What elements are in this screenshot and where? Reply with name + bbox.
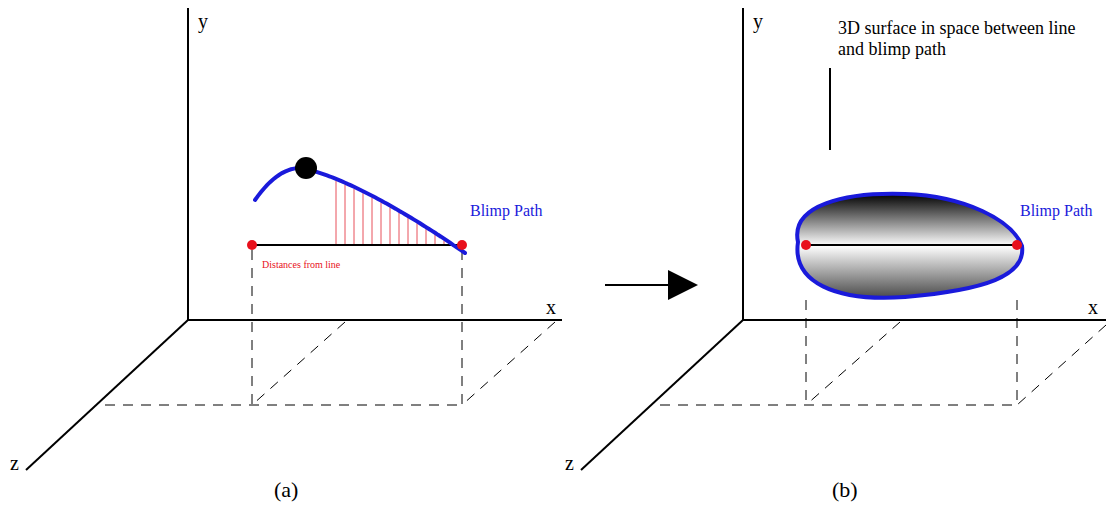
axis-label: y — [753, 10, 763, 33]
endpoint-dot — [1012, 240, 1022, 250]
panel-label: (b) — [832, 477, 858, 502]
annotation: Distances from line — [262, 259, 340, 271]
blimp — [295, 157, 317, 179]
axes-b — [581, 8, 1106, 470]
base-line-b — [806, 244, 1017, 246]
axis-label: x — [1088, 296, 1098, 319]
endpoint-dot — [801, 240, 811, 250]
axes-a — [26, 8, 562, 470]
axis-label: z — [10, 452, 19, 475]
callout-text: 3D surface in space between line and bli… — [838, 18, 1100, 59]
path-label: Blimp Path — [1020, 202, 1092, 220]
surface — [797, 194, 1022, 298]
leader-line — [829, 68, 831, 150]
axis-label: y — [198, 10, 208, 33]
transition-arrow — [605, 270, 698, 300]
path-label: Blimp Path — [470, 202, 542, 220]
dashed-guides-b — [660, 300, 1106, 405]
endpoint-dot — [457, 240, 467, 250]
endpoint-dot — [247, 240, 257, 250]
panel-label: (a) — [274, 477, 298, 502]
blimp-path-a — [255, 168, 465, 253]
axis-label: z — [565, 452, 574, 475]
base-line-a — [252, 244, 462, 246]
distance-lines — [336, 181, 453, 247]
axis-label: x — [546, 296, 556, 319]
dashed-guides-a — [105, 250, 555, 405]
